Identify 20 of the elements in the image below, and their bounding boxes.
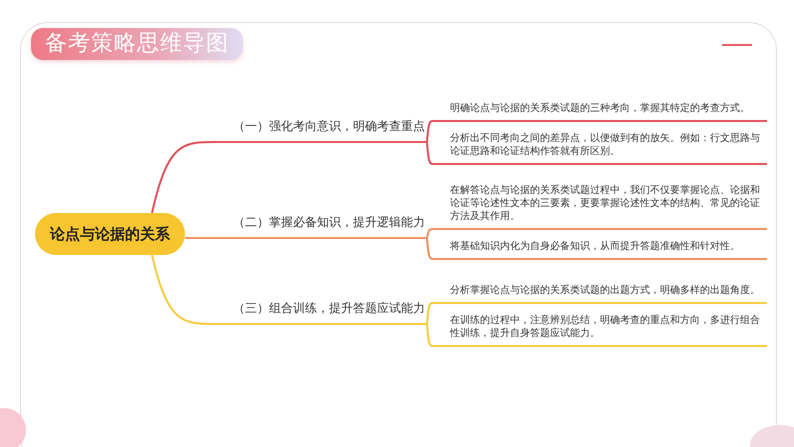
connector-line [426, 324, 434, 347]
connector-line [426, 238, 434, 260]
connector-line [426, 120, 434, 142]
title-banner: 备考策略思维导图 [31, 28, 243, 60]
branch-topic: （三）组合训练，提升答题应试能力 [215, 300, 427, 325]
connector-line [151, 254, 215, 325]
connector-line [426, 228, 434, 238]
subtopic-text: 明确论点与论据的关系类试题的三种考向，掌握其特定的考查方式。 [433, 102, 767, 122]
branch-topic: （二）掌握必备知识，提升逻辑能力 [215, 214, 427, 239]
subtopic-text: 分析掌握论点与论据的关系类试题的出题方式，明确多样的出题角度。 [433, 284, 767, 304]
connector-line [185, 237, 215, 239]
connector-line [426, 302, 434, 324]
connector-line [151, 141, 215, 214]
connector-line [426, 142, 434, 165]
subtopic-text: 在训练的过程中，注意辨别总结，明确考查的重点和方向，多进行组合性训练，提升自身答题应试能力。 [433, 314, 767, 347]
subtopic-text: 将基础知识内化为自身必备知识，从而提升答题准确性和针对性。 [433, 240, 767, 260]
subtopic-text: 在解答论点与论据的关系类试题过程中，我们不仅要掌握论点、论据和论证等论述性文本的三要素，更要掌握论述性文本的结构、常见的论证方法及其作用。 [433, 184, 767, 230]
central-topic: 论点与论据的关系 [35, 213, 185, 255]
branch-topic: （一）强化考向意识，明确考查重点 [215, 118, 427, 143]
subtopic-text: 分析出不同考向之间的差异点，以便做到有的放矢。例如：行文思路与论证思路和论证结构作答就有所区别。 [433, 132, 767, 165]
